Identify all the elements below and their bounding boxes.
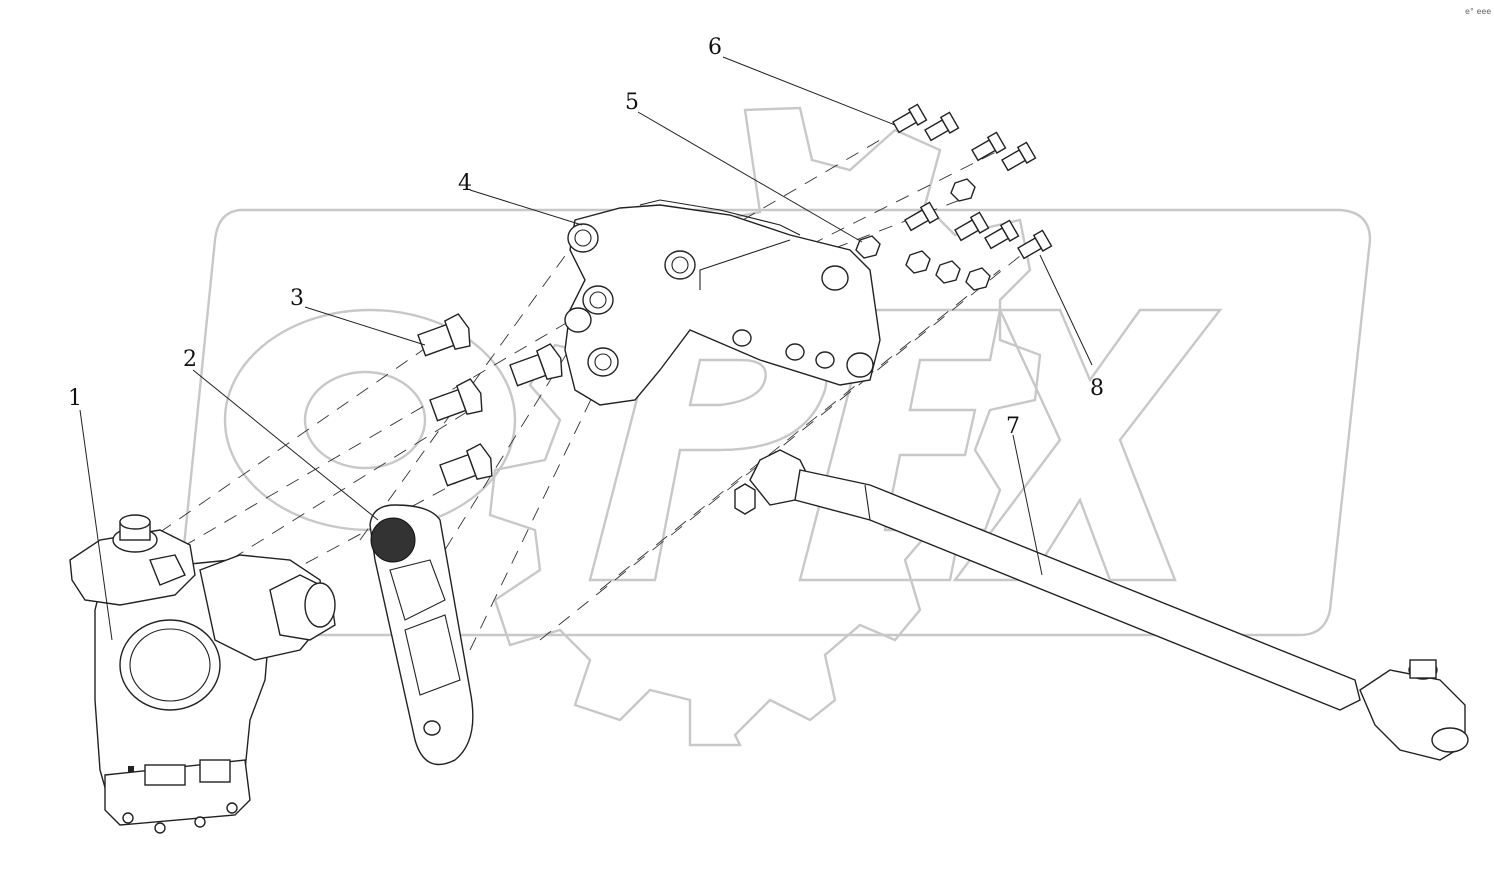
part-pitman-arm xyxy=(369,504,474,766)
watermark-logo xyxy=(176,106,1372,747)
part-bolts-6-8 xyxy=(892,103,1053,260)
watermark-letter-o-inner xyxy=(303,370,427,470)
part-steering-gear xyxy=(69,514,336,834)
callout-7: 7 xyxy=(1006,414,1020,439)
watermark-rounded-frame xyxy=(176,208,1372,637)
watermark-letter-x xyxy=(952,308,1223,582)
leader-lines xyxy=(79,56,1093,641)
part-mounting-bracket xyxy=(564,199,881,406)
corner-mark: e° eee xyxy=(1465,7,1491,16)
part-bolts-3 xyxy=(417,313,563,487)
callout-2: 2 xyxy=(183,347,197,372)
part-nuts-5 xyxy=(855,178,991,291)
callout-8: 8 xyxy=(1090,376,1104,401)
callout-4: 4 xyxy=(458,171,472,196)
callout-3: 3 xyxy=(290,286,304,311)
callout-labels: 1 2 3 4 5 6 7 8 xyxy=(68,35,1104,439)
callout-5: 5 xyxy=(625,90,639,115)
watermark-gear xyxy=(488,106,1042,747)
callout-6: 6 xyxy=(708,35,722,60)
callout-1: 1 xyxy=(68,386,82,411)
part-drag-link xyxy=(734,449,1469,761)
watermark-letter-o-outer xyxy=(223,308,517,532)
